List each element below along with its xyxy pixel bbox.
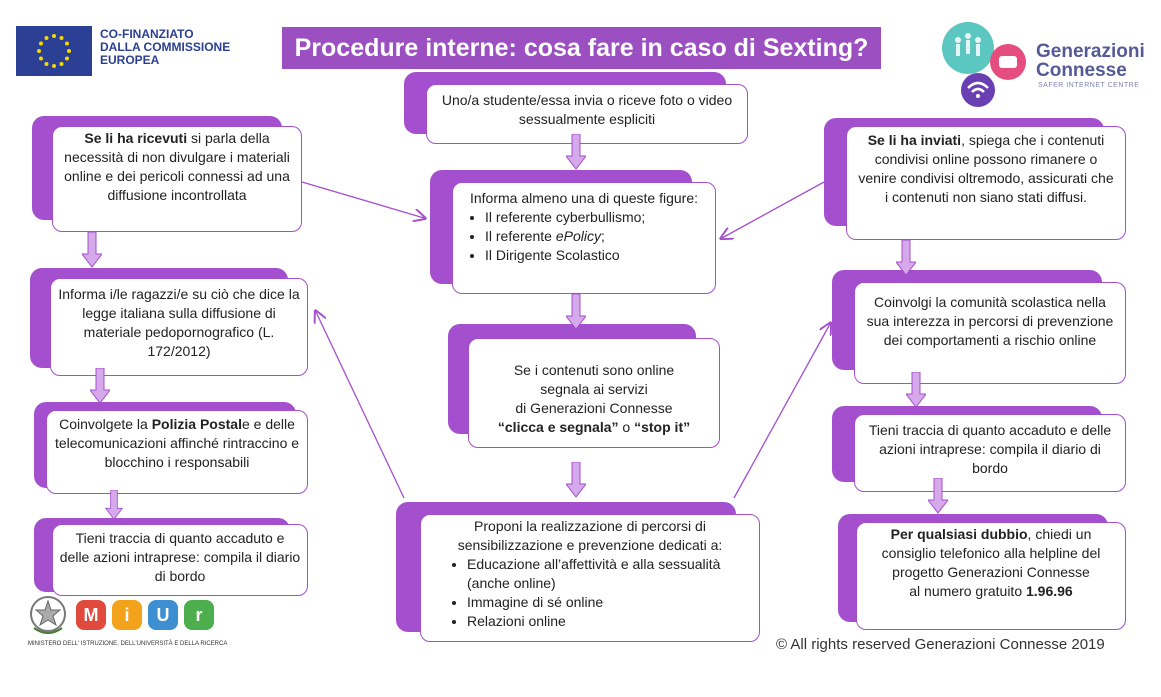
arrow-bottom-to-right — [733, 324, 830, 499]
down-arrow-2 — [566, 294, 586, 330]
eu-line-1: CO-FINANZIATO — [100, 27, 194, 41]
brand-name: Generazioni Connesse — [1036, 42, 1145, 80]
inform-item-cyberbullismo: Il referente cyberbullismo; — [485, 208, 709, 227]
italian-emblem-icon — [28, 594, 68, 638]
eu-star — [52, 34, 56, 38]
inform-list: Il referente cyberbullismo; Il referente… — [459, 208, 709, 265]
sent-bold: Se li ha inviati — [867, 132, 962, 148]
sent-text: , spiega che i contenuti condivisi onlin… — [858, 132, 1114, 205]
box-received: Se li ha ricevuti si parla della necessi… — [52, 126, 302, 232]
box-sent: Se li ha inviati, spiega che i contenuti… — [846, 126, 1126, 240]
generazioni-connesse-logo — [936, 20, 1146, 110]
helpline-text: , chiedi un consiglio telefonico alla he… — [881, 526, 1101, 580]
eu-cofinanced-label: CO-FINANZIATO DALLA COMMISSIONE EUROPEA — [100, 28, 230, 67]
received-bold: Se li ha ricevuti — [84, 130, 188, 146]
prevention-item-relazioni: Relazioni online — [467, 612, 753, 631]
stop-it: “stop it” — [634, 419, 691, 435]
down-arrow-right-3 — [928, 478, 948, 514]
report-line-4: “clicca e segnala” o “stop it” — [475, 418, 713, 437]
box-prevention-paths: Proponi la realizzazione di percorsi di … — [420, 514, 760, 642]
down-arrow-left-2 — [90, 368, 110, 404]
eu-star — [59, 36, 64, 41]
police-pre: Coinvolgete la — [59, 416, 152, 432]
down-arrow-1 — [566, 134, 586, 170]
report-or: o — [618, 419, 635, 435]
eu-star — [52, 64, 56, 68]
eu-star — [39, 56, 44, 61]
inform-item-epolicy: Il referente ePolicy; — [485, 227, 709, 246]
epolicy-post: ; — [600, 228, 605, 244]
epolicy-em: ePolicy — [555, 228, 601, 244]
brand-subtitle: SAFER INTERNET CENTRE — [1038, 82, 1140, 89]
eu-star — [64, 41, 69, 46]
page-title: Procedure interne: cosa fare in caso di … — [282, 27, 881, 69]
box-law-info: Informa i/le ragazzi/e su ciò che dice l… — [50, 278, 308, 376]
box-inform-figures: Informa almeno una di queste figure: Il … — [452, 182, 716, 294]
received-text: si parla della necessità di non divulgar… — [64, 130, 290, 203]
inform-item-dirigente: Il Dirigente Scolastico — [485, 246, 709, 265]
down-arrow-right-2 — [906, 372, 926, 408]
eu-line-2: DALLA COMMISSIONE — [100, 40, 231, 54]
left-diary-text: Tieni traccia di quanto accaduto e delle… — [59, 530, 301, 584]
brand-line-2: Connesse — [1036, 60, 1127, 81]
eu-line-3: EUROPEA — [100, 53, 160, 67]
arrow-bottom-to-left — [316, 312, 405, 499]
helpline-number: 1.96.96 — [1026, 583, 1073, 599]
eu-star — [64, 56, 69, 61]
miur-letter-r: r — [184, 600, 214, 630]
miur-caption: MINISTERO DELL' ISTRUZIONE, DELL'UNIVERS… — [28, 641, 228, 647]
eu-star — [37, 49, 41, 53]
down-arrow-right-1 — [896, 240, 916, 276]
trigger-text: Uno/a studente/essa invia o riceve foto … — [441, 92, 733, 127]
box-helpline: Per qualsiasi dubbio, chiedi un consigli… — [856, 522, 1126, 630]
eu-flag-logo — [16, 26, 92, 76]
miur-letter-m: M — [76, 600, 106, 630]
down-arrow-3 — [566, 462, 586, 498]
clicca-e-segnala: “clicca e segnala” — [497, 419, 619, 435]
epolicy-pre: Il referente — [485, 228, 556, 244]
police-rest: e e delle telecomunicazioni affinché rin… — [54, 416, 300, 470]
box-police: Coinvolgete la Polizia Postale e delle t… — [46, 410, 308, 494]
box-report-online: Se i contenuti sono online segnala ai se… — [468, 338, 720, 448]
school-community-text: Coinvolgi la comunità scolastica nella s… — [866, 294, 1114, 348]
report-line-2: segnala ai servizi — [540, 381, 648, 397]
copyright-notice: © All rights reserved Generazioni Connes… — [776, 636, 1105, 653]
eu-star — [44, 36, 49, 41]
miur-letter-i: i — [112, 600, 142, 630]
eu-star — [39, 41, 44, 46]
eu-star — [44, 61, 49, 66]
police-bold: Polizia Postal — [151, 416, 242, 432]
eu-star — [67, 49, 71, 53]
box-right-diary: Tieni traccia di quanto accaduto e delle… — [854, 414, 1126, 492]
report-line-3: di Generazioni Connesse — [515, 400, 673, 416]
box-school-community: Coinvolgi la comunità scolastica nella s… — [854, 282, 1126, 384]
right-diary-text: Tieni traccia di quanto accaduto e delle… — [868, 422, 1112, 476]
helpline-number-line: al numero gratuito 1.96.96 — [865, 582, 1117, 601]
prevention-item-immagine: Immagine di sé online — [467, 593, 753, 612]
box-left-diary: Tieni traccia di quanto accaduto e delle… — [52, 524, 308, 596]
prevention-list: Educazione all’affettività e alla sessua… — [427, 555, 753, 631]
law-info-text: Informa i/le ragazzi/e su ciò che dice l… — [58, 286, 300, 359]
down-arrow-left-3 — [104, 490, 124, 520]
eu-star — [59, 61, 64, 66]
prevention-item-affettivita: Educazione all’affettività e alla sessua… — [467, 555, 753, 593]
report-line-1: Se i contenuti sono online — [513, 362, 675, 378]
brand-line-1: Generazioni — [1036, 41, 1145, 62]
helpline-bold: Per qualsiasi dubbio — [890, 526, 1028, 542]
prevention-intro: Proponi la realizzazione di percorsi di … — [457, 518, 723, 553]
down-arrow-left-1 — [82, 232, 102, 268]
arrow-left-to-center — [301, 181, 424, 218]
miur-letter-u: U — [148, 600, 178, 630]
inform-intro: Informa almeno una di queste figure: — [469, 190, 699, 206]
helpline-tail: al numero gratuito — [909, 583, 1026, 599]
arrow-right-to-center — [722, 181, 825, 238]
box-trigger: Uno/a studente/essa invia o riceve foto … — [426, 84, 748, 144]
